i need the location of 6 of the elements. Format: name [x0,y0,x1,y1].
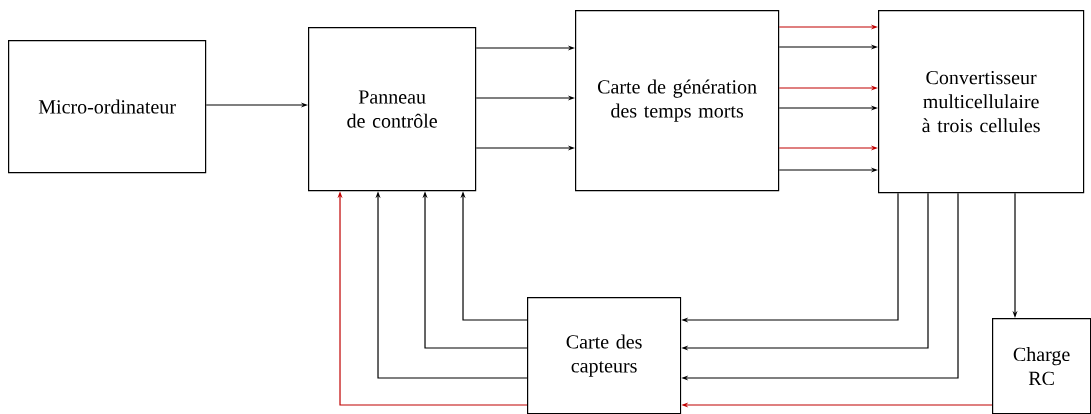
block-box: Panneau de contrôle [308,27,477,192]
block-box: Carte des capteurs [527,297,682,414]
block-box: Charge RC [992,318,1091,414]
block-box: Micro-ordinateur [8,40,207,174]
block-box: Carte de génération des temps morts [575,10,780,192]
block-box: Convertisseur multicellulaire à trois cellules [878,10,1085,194]
